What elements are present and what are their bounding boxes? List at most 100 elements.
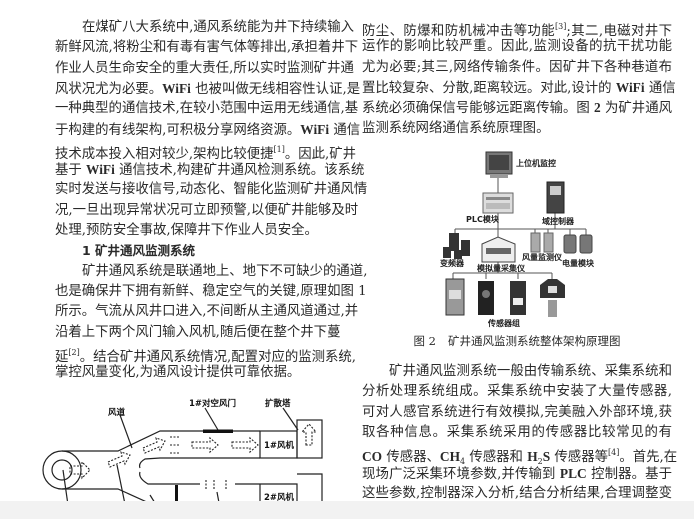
label-domain-controller: 域控制器 [542, 216, 575, 226]
text-line: 也是确保井下拥有新鲜、稳定空气的关键,原理如图 1 [55, 282, 367, 302]
text-line: 技术成本投入相对较少,架构比较便捷[1]。因此,矿井 [55, 140, 356, 162]
subscript: 2 [537, 457, 543, 467]
text-line: 新鲜风流,将粉尘和有毒有害气体等排出,承担着井下 [55, 38, 358, 58]
text-line: 防尘、防爆和防机械冲击等功能[3];其二,电磁对井下 [362, 17, 672, 39]
label-fan-1: 1#风机 [264, 440, 295, 451]
text-line: 运作的影响比较严重。因此,监测设备的抗干扰功能 [362, 37, 672, 57]
text-line: 尤为必要;其三,网络传输条件。因矿井下各种巷道布 [362, 58, 672, 78]
text-segment: 基于 [55, 163, 87, 179]
airflow-monitor-icon [530, 232, 554, 253]
text-segment: 掌控风量变化,为通风设计提供可靠依据。 [55, 365, 301, 381]
text-segment: CO [362, 449, 383, 465]
text-line: 现场广泛采集环境参数,并传输到 PLC 控制器。基于 [362, 464, 672, 484]
citation-ref: [4] [607, 448, 620, 458]
text-line: 掌控风量变化,为通风设计提供可靠依据。 [55, 363, 336, 383]
text-segment: 也是确保井下拥有新鲜、稳定空气的关键,原理如图 1 [55, 283, 367, 299]
text-line: 于构建的有线架构,可积极分享网络资源。WiFi 通信 [55, 120, 360, 140]
text-segment: 控制器。基于 [586, 466, 672, 482]
label-sensor-group: 传感器组 [487, 318, 520, 328]
text-segment: WiFi [162, 80, 191, 96]
text-segment: 分析处理系统组成。采集系统中安装了大量传感器, [362, 384, 672, 400]
server-tower-icon [546, 181, 565, 214]
text-segment: 新鲜风流,将粉尘和有毒有害气体等排出,承担着井下 [55, 40, 359, 56]
citation-ref: [1] [273, 144, 285, 154]
text-line: 可对人感官系统进行有效模拟,完美融入外部环境,获 [362, 403, 672, 423]
text-segment: 系统必须确保信号能够远距离传输。图 [362, 101, 595, 117]
text-segment: ;其二,电磁对井下 [566, 24, 672, 39]
citation-ref: [2] [68, 347, 80, 357]
text-segment: 传感器、 [382, 450, 440, 466]
monitor-icon [485, 151, 513, 178]
text-line: 实时发送与接收信号,动态化、智能化监测矿井通风情 [55, 180, 367, 200]
text-segment: 为矿井通风 [600, 101, 672, 117]
text-line: 分析处理系统组成。采集系统中安装了大量传感器, [362, 382, 672, 402]
viewer-bottom-band [0, 501, 694, 519]
text-line: 况,一旦出现异常状况可立即预警,以便矿井能够及时 [55, 201, 358, 221]
text-segment: WiFi [300, 121, 330, 137]
label-power-module: 电量模块 [562, 258, 595, 268]
text-segment: 通信技术,构建矿井通风检测系统。该系统 [114, 163, 365, 179]
text-segment: 也被叫做无线相容性认证,是 [190, 81, 361, 97]
text-line: 一种典型的通信技术,在较小范围中运用无线通信,基 [55, 99, 358, 119]
text-segment: 这些参数,控制器深入分析,结合分析结果,合理调整变 [362, 485, 672, 501]
text-segment: 通信 [644, 80, 676, 96]
figure-2-title: 矿井通风监测系统整体架构原理图 [447, 334, 621, 348]
figure-2-caption: 图 2 矿井通风监测系统整体架构原理图 [362, 333, 672, 349]
text-segment: CH [439, 449, 461, 465]
sensor-icons [445, 278, 565, 317]
text-segment: 防尘、防爆和防机械冲击等功能 [362, 24, 555, 39]
text-segment: 矿井通风监测系统一般由传输系统、采集系统和 [389, 364, 672, 379]
text-segment: 处理,预防安全事故,保障井下作业人员安全。 [55, 223, 318, 238]
text-line: 这些参数,控制器深入分析,结合分析结果,合理调整变 [362, 484, 672, 504]
text-line: 置比较复杂、分散,距离较远。对此,设计的 WiFi 通信 [362, 78, 676, 98]
text-segment: 尤为必要;其三,网络传输条件。因矿井下各种巷道布 [362, 59, 672, 75]
label-air-door-1: 1#对空风门 [189, 398, 236, 409]
text-segment: 通信 [329, 122, 361, 138]
text-segment: 矿井通风系统是联通地上、地下不可缺少的通道, [82, 263, 368, 279]
text-segment: 运作的影响比较严重。因此,监测设备的抗干扰功能 [362, 39, 672, 55]
text-line: 矿井通风监测系统一般由传输系统、采集系统和 [362, 362, 672, 382]
inverter-icon [443, 233, 470, 259]
figure-2-number: 图 2 [413, 334, 436, 348]
text-segment: 风状况尤为必要。 [55, 81, 163, 97]
text-segment: 沿着上下两个风门输入风机,随后便在整个井下蔓 [55, 324, 341, 340]
text-segment: 在煤矿八大系统中,通风系统能为井下持续输入 [82, 20, 355, 35]
text-line: CO 传感器、CH4 传感器和 H2S 传感器等[4]。首先,在 [362, 443, 677, 467]
label-host-monitor: 上位机监控 [516, 158, 556, 168]
power-module-icon [563, 234, 593, 254]
airflow-arrows [69, 423, 318, 490]
section-heading: 1 矿井通风监测系统 [55, 241, 336, 261]
plc-module-icon [482, 192, 514, 214]
text-segment: WiFi [86, 162, 115, 178]
text-segment: S [542, 449, 551, 465]
subscript: 4 [460, 457, 466, 467]
connection-lines [452, 178, 587, 279]
citation-ref: [3] [555, 22, 567, 31]
label-plc-module: PLC模块 [466, 214, 500, 224]
text-line: 矿井通风系统是联通地上、地下不可缺少的通道, [55, 262, 367, 282]
text-line: 所示。气流从风井口进入,不间断从主通风道通过,并 [55, 302, 358, 322]
label-airflow-monitor: 风量监测仪 [522, 252, 563, 262]
analog-collector-icon [481, 236, 516, 263]
text-segment: 监测系统网络通信系统原理图。 [362, 120, 550, 136]
text-line: 沿着上下两个风门输入风机,随后便在整个井下蔓 [55, 323, 340, 343]
text-segment: 。结合矿井通风系统情况,配置对应的监测系统, [79, 349, 357, 365]
air-door-1-bar [175, 429, 233, 505]
text-segment: 2 [594, 100, 601, 116]
label-fan-2: 2#风机 [264, 492, 295, 503]
text-segment: PLC [559, 465, 587, 481]
text-segment: 传感器等 [550, 450, 608, 466]
text-segment: 可对人感官系统进行有效模拟,完美融入外部环境,获 [362, 404, 672, 420]
label-analog-collector: 模拟量采集仪 [477, 263, 526, 273]
text-line: 基于 WiFi 通信技术,构建矿井通风检测系统。该系统 [55, 160, 364, 180]
text-line: 延[2]。结合矿井通风系统情况,配置对应的监测系统, [55, 343, 356, 365]
text-segment: 于构建的有线架构,可积极分享网络资源。 [55, 122, 301, 138]
label-diffusion-tower: 扩散塔 [265, 398, 291, 409]
text-segment: 技术成本投入相对较少,架构比较便捷 [55, 146, 274, 162]
label-duct: 风道 [108, 407, 126, 418]
text-segment: WiFi [615, 79, 645, 95]
text-segment: 。因此,矿井 [284, 146, 357, 162]
text-segment: H [527, 449, 538, 465]
